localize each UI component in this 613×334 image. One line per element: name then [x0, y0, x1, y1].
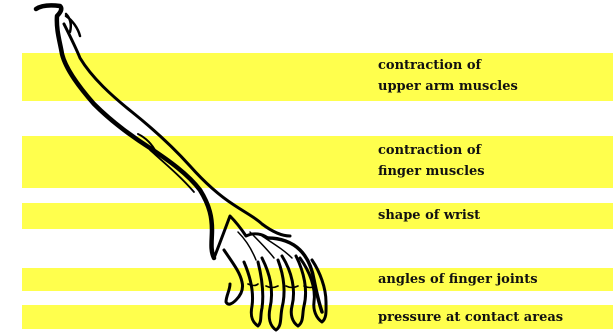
- label-line: finger muscles: [378, 161, 608, 182]
- label-wrist-shape: shape of wrist: [378, 205, 608, 226]
- arm-right-contour: [64, 24, 290, 236]
- label-finger-muscles: contraction of finger muscles: [378, 140, 608, 182]
- arm-left-contour: [36, 5, 214, 258]
- label-line: pressure at contact areas: [378, 307, 608, 328]
- label-contact-pressure: pressure at contact areas: [378, 307, 608, 328]
- finger-1: [244, 262, 263, 326]
- label-line: shape of wrist: [378, 205, 608, 226]
- thumb: [224, 250, 243, 304]
- label-line: contraction of: [378, 140, 608, 161]
- finger-2: [262, 258, 284, 330]
- label-upper-arm-muscles: contraction of upper arm muscles: [378, 55, 608, 97]
- forearm-line: [150, 150, 194, 192]
- label-finger-joint-angles: angles of finger joints: [378, 269, 608, 290]
- label-line: angles of finger joints: [378, 269, 608, 290]
- label-line: upper arm muscles: [378, 76, 608, 97]
- label-line: contraction of: [378, 55, 608, 76]
